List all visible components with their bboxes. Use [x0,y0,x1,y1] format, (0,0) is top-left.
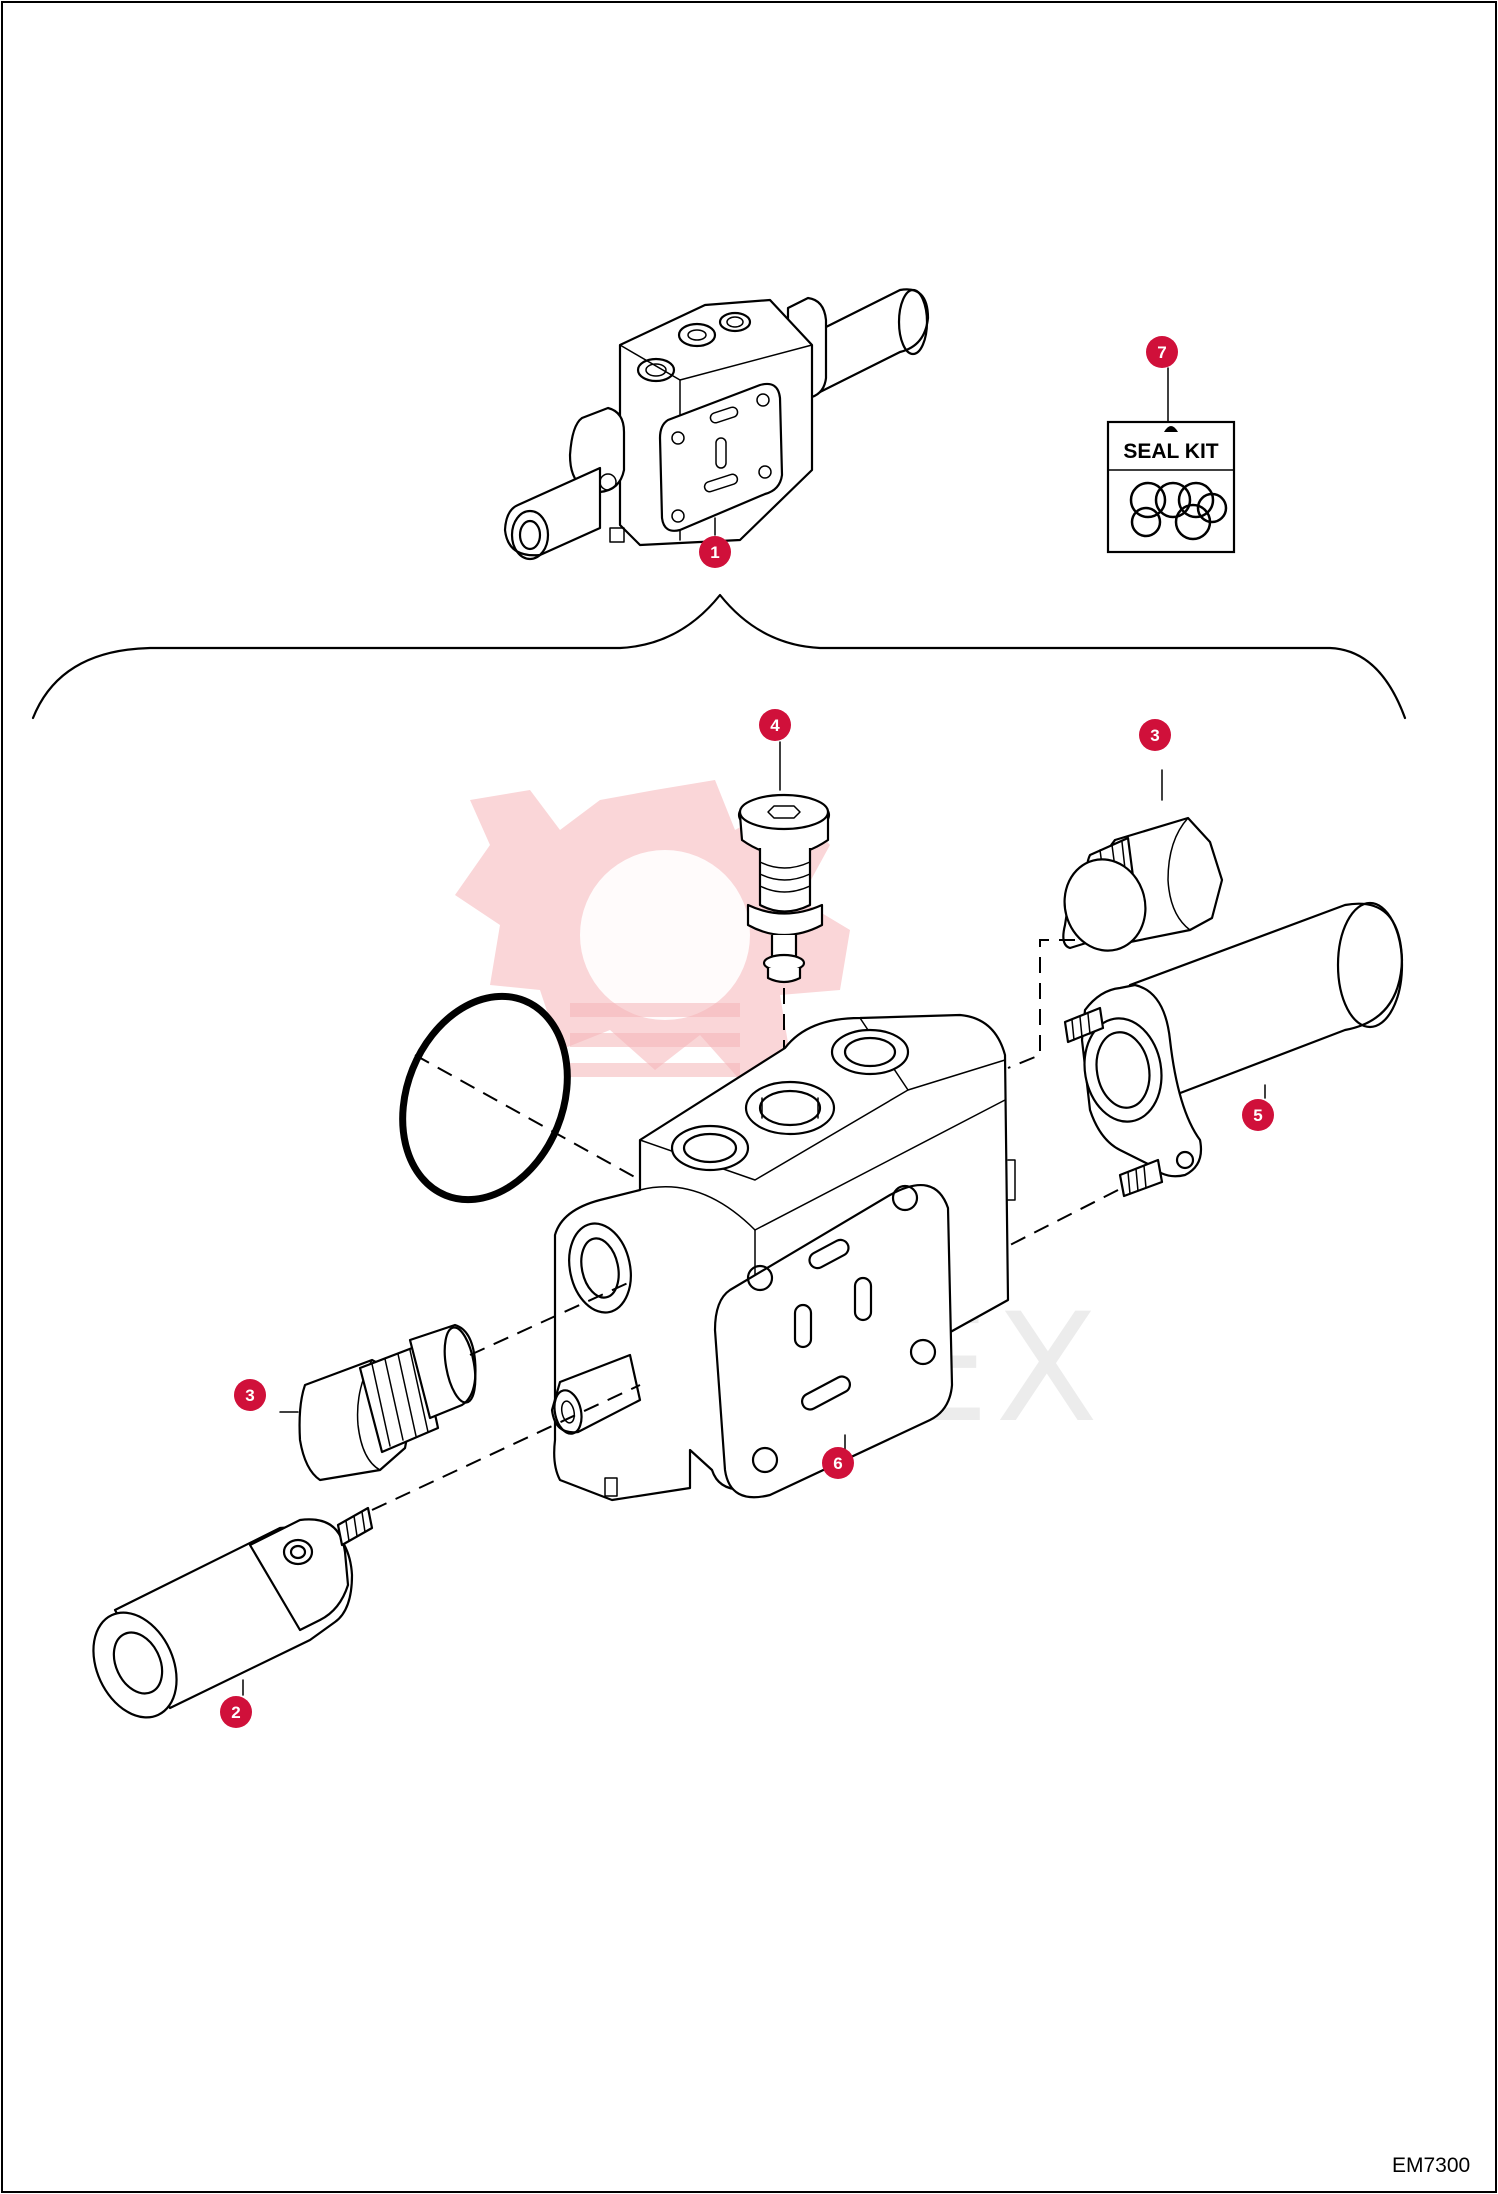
callout-1[interactable]: 1 [699,517,731,568]
spool-cap-left [92,1506,374,1719]
o-ring-part [399,992,571,1204]
svg-text:6: 6 [833,1454,842,1473]
callout-3-lower[interactable]: 3 [234,1379,299,1413]
callout-4[interactable]: 4 [759,709,791,791]
o-ring-icon [1129,481,1228,541]
grouping-brace [31,593,1407,720]
relief-plug-right [1062,816,1224,952]
svg-text:3: 3 [1150,726,1159,745]
main-valve-body [550,1013,1016,1502]
callout-5[interactable]: 5 [1242,1084,1274,1131]
relief-plug-left [298,1323,477,1482]
seal-kit-box: SEAL KIT [1106,420,1236,554]
callout-2[interactable]: 2 [220,1679,252,1728]
right-plug-guide-line [1007,939,1075,1069]
poppet-valve-part [737,793,831,984]
left-plug-guide-line [469,1281,631,1356]
drawing-reference-code: EM7300 [1392,2154,1470,2177]
svg-text:3: 3 [245,1386,254,1405]
svg-text:2: 2 [231,1703,240,1722]
spool-cap-guide-line [1009,1189,1119,1246]
callout-6[interactable]: 6 [822,1434,854,1479]
watermark-gear-inner [580,850,750,1020]
seal-kit-label: SEAL KIT [1123,440,1218,463]
spool-cap-right [1063,901,1404,1198]
left-cap-guide-line [371,1384,641,1511]
watermark-stripes [570,1003,740,1077]
o-ring-guide-line [414,1054,641,1181]
callout-7[interactable]: 7 [1146,336,1178,423]
callout-3-upper[interactable]: 3 [1139,719,1171,801]
svg-text:4: 4 [770,716,780,735]
svg-text:5: 5 [1253,1106,1262,1125]
svg-text:7: 7 [1157,343,1166,362]
svg-text:1: 1 [710,543,719,562]
assembled-valve-section [503,288,930,561]
